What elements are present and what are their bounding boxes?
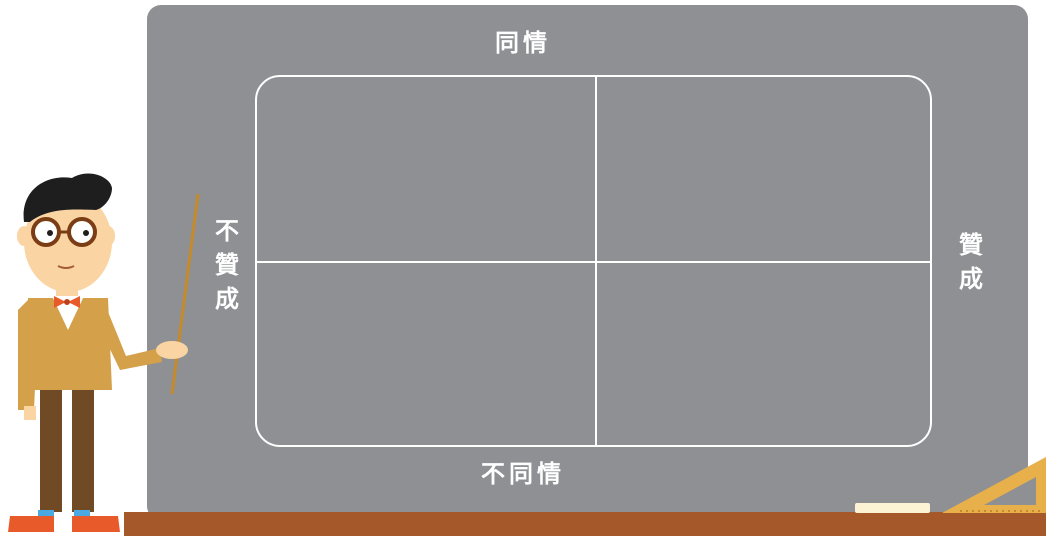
pointer-stick-icon — [170, 193, 200, 395]
axis-label-bottom: 不同情 — [481, 460, 565, 488]
set-square-ruler-icon — [942, 457, 1046, 513]
chalk-eraser-icon — [855, 503, 930, 513]
axis-label-left: 不贊成 — [215, 217, 239, 313]
axis-label-top: 同情 — [495, 29, 551, 57]
axis-label-right: 贊成 — [959, 231, 983, 293]
teacher-pointing-icon — [8, 173, 200, 532]
chalk-ledge — [124, 512, 1046, 536]
